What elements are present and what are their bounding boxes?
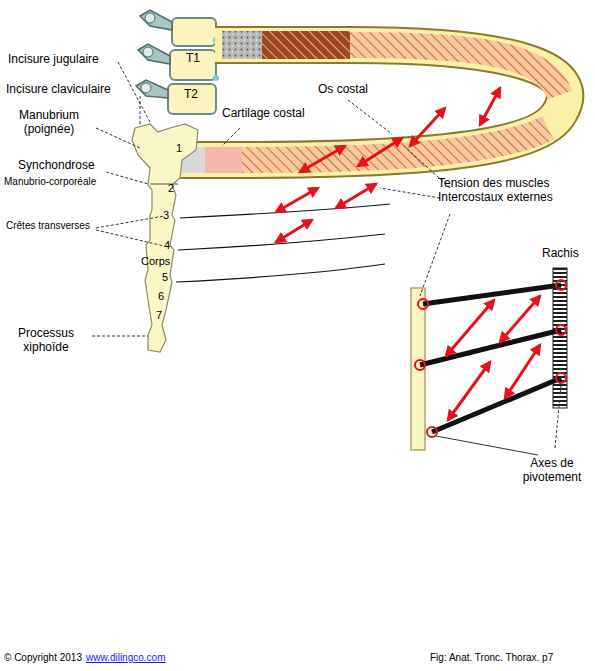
sternum [132, 124, 198, 352]
part-name: Incisure jugulaire [8, 52, 99, 66]
rib [170, 31, 565, 173]
vertebrae [136, 10, 219, 114]
copyright: © Copyright 2013 [4, 652, 82, 664]
part-name: Manubrium (poignée) [8, 108, 90, 137]
part-name: Processus xiphoïde [4, 326, 88, 355]
callout-number: 6 [158, 290, 164, 303]
part-name: Tension des muscles Intercostaux externe… [438, 176, 590, 205]
leader-lines [92, 62, 561, 455]
part-name: Cartilage costal [222, 106, 305, 120]
vertebra-name: T2 [184, 87, 198, 101]
part-name: Incisure claviculaire [6, 82, 111, 96]
callout-number: 7 [156, 309, 162, 322]
part-name: Os costal [318, 82, 368, 96]
callout-number: 2 [168, 182, 174, 195]
callout-number: 4 [164, 239, 170, 252]
part-name: Rachis [542, 246, 579, 260]
part-name: Axes de pivotement [513, 456, 591, 485]
lower-ribs [176, 204, 390, 282]
callout-number: 5 [162, 271, 168, 284]
tension-arrows [276, 88, 500, 242]
callout-number: 3 [163, 209, 169, 222]
callout-number: 1 [176, 142, 182, 155]
vertebra-name: T1 [186, 51, 200, 65]
part-name: Synchondrose [18, 158, 95, 172]
lever-model [411, 268, 567, 450]
part-name: Corps [141, 255, 170, 268]
website: www.dilingco.com [86, 652, 165, 664]
part-name: Crêtes transverses [6, 220, 90, 232]
part-name: Manubrio-corporéale [4, 176, 96, 188]
figure-reference: Fig: Anat. Tronc. Thorax. p7 [430, 652, 553, 664]
